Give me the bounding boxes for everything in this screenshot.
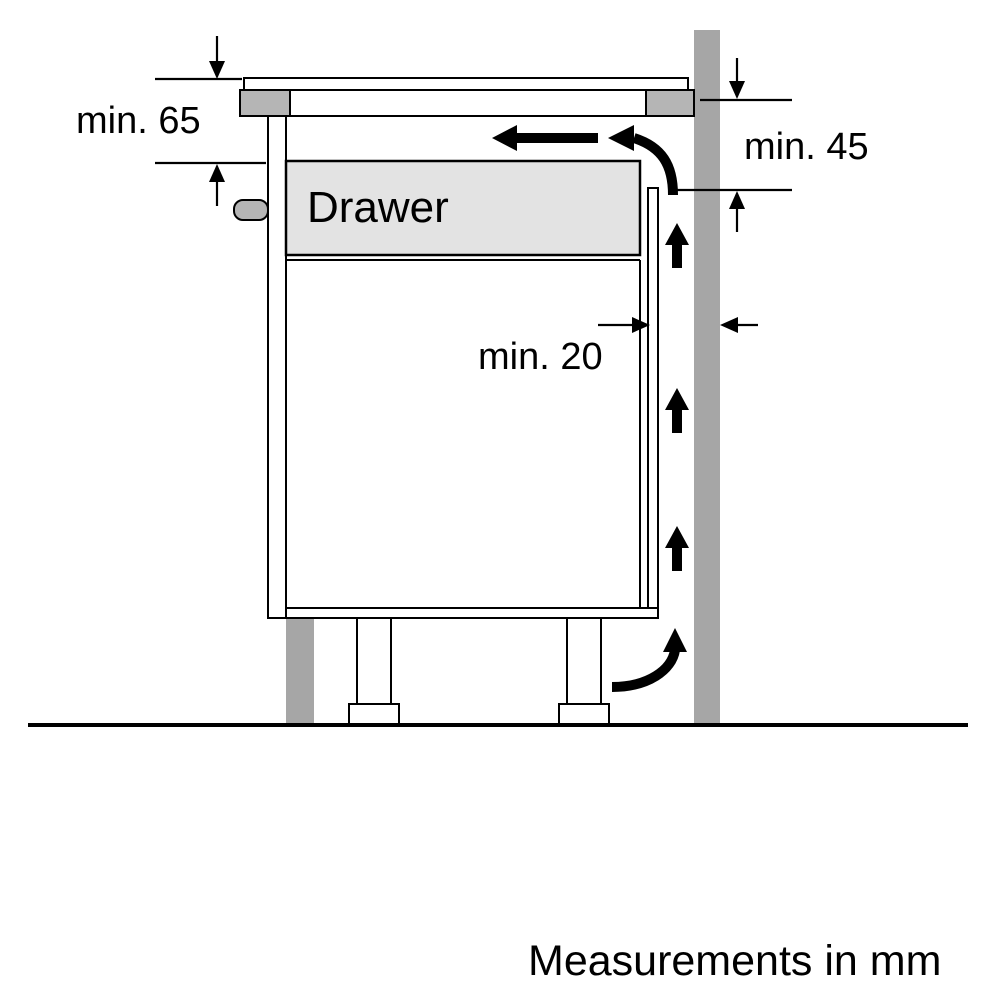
arrow-head [209, 61, 225, 79]
airflow-arrow-up-icon [665, 223, 689, 268]
measurements-note: Measurements in mm [528, 937, 942, 985]
worktop-right [645, 89, 695, 117]
dim-label-min45: min. 45 [744, 126, 869, 168]
cabinet-leg [566, 617, 602, 705]
hob-glass [243, 77, 689, 91]
arrow-head [608, 125, 634, 151]
cabinet-back-panel [647, 187, 659, 609]
arrow-head [729, 81, 745, 99]
dim65-arrow-up-icon [209, 164, 225, 206]
arrow-head [720, 317, 738, 333]
dim20-arrow-left-icon [720, 317, 758, 333]
airflow-arrow-left-icon [492, 125, 598, 151]
airflow-curve-bottom-icon [611, 628, 687, 692]
dim65-arrow-down-icon [209, 36, 225, 79]
arrow-head [632, 317, 650, 333]
plinth-panel [286, 618, 314, 724]
cabinet-foot [348, 703, 400, 725]
wall [694, 30, 720, 725]
arrow-curve [611, 648, 680, 692]
airflow-curve-top-icon [608, 125, 678, 196]
arrow-curve [632, 133, 678, 196]
worktop-left [239, 89, 291, 117]
dim20-arrow-right-icon [598, 317, 650, 333]
hob-body [289, 89, 647, 117]
cabinet-front-panel [267, 115, 287, 619]
cabinet-foot [558, 703, 610, 725]
drawer-box [284, 159, 642, 257]
cabinet-bottom [285, 607, 659, 619]
dim-label-min20: min. 20 [478, 336, 603, 378]
arrow-head [663, 628, 687, 652]
arrow-head [729, 191, 745, 209]
airflow-arrow-up-icon [665, 526, 689, 571]
cabinet-leg [356, 617, 392, 705]
dim45-arrow-up-icon [729, 191, 745, 232]
airflow-arrow-up-icon [665, 388, 689, 433]
dim-label-min65: min. 65 [76, 100, 201, 142]
arrow-head [209, 164, 225, 182]
dim45-arrow-down-icon [729, 58, 745, 99]
drawer-label: Drawer [307, 183, 449, 232]
hob-junction-stub [233, 199, 269, 221]
